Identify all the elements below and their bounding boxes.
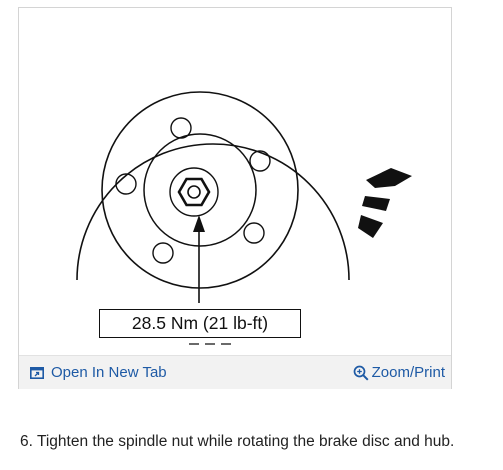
torque-spec-label: 28.5 Nm (21 lb-ft) xyxy=(99,309,301,338)
open-in-new-tab-icon xyxy=(30,366,44,379)
open-in-new-tab-label: Open In New Tab xyxy=(51,364,167,381)
magnifier-icon xyxy=(353,365,369,381)
step-caption: 6. Tighten the spindle nut while rotatin… xyxy=(20,433,455,450)
lug-hole xyxy=(152,242,174,264)
hub-flange xyxy=(101,91,299,289)
torque-pointer-head xyxy=(193,215,205,232)
spindle-nut xyxy=(177,177,211,207)
zoom-print-link[interactable]: Zoom/Print xyxy=(353,364,445,381)
rotation-arrow-icon xyxy=(358,168,412,238)
spindle-collar xyxy=(169,167,219,217)
zoom-print-label: Zoom/Print xyxy=(371,364,445,381)
lug-hole xyxy=(249,150,271,172)
lug-hole xyxy=(115,173,137,195)
hub-center xyxy=(143,133,257,247)
brake-disc-diagram xyxy=(76,91,412,345)
disc-outer-edge xyxy=(76,143,350,281)
figure-toolbar: Open In New Tab Zoom/Print xyxy=(19,355,451,389)
lug-hole xyxy=(243,222,265,244)
lug-hole xyxy=(170,117,192,139)
open-in-new-tab-link[interactable]: Open In New Tab xyxy=(30,364,167,381)
figure-frame: 28.5 Nm (21 lb-ft) Open In New Tab Zoom/… xyxy=(18,7,452,389)
